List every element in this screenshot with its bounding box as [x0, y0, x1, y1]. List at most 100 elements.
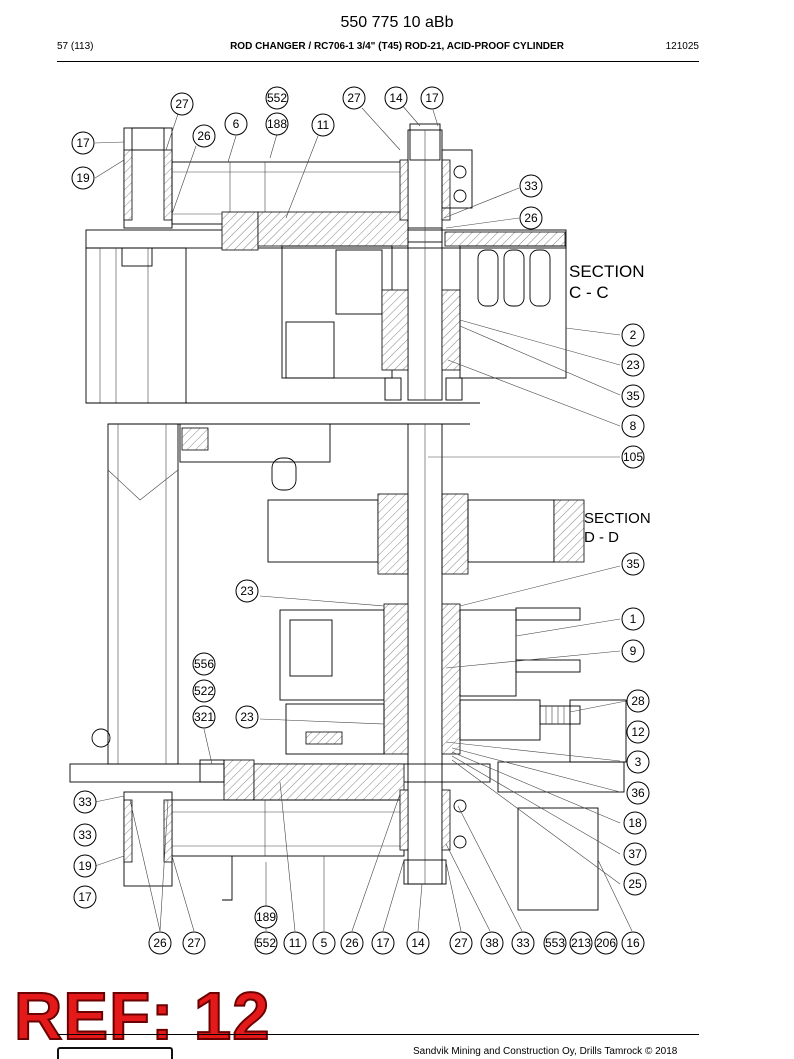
callout-balloon: 26 — [148, 931, 172, 955]
callout-balloon: 2 — [621, 323, 645, 347]
callout-number: 3 — [635, 755, 642, 769]
callout-number: 27 — [454, 936, 468, 950]
callout-balloon: 206 — [594, 931, 618, 955]
callout-number: 14 — [389, 91, 403, 105]
callout-balloon: 17 — [73, 885, 97, 909]
callout-balloon: 19 — [73, 854, 97, 878]
callout-number: 2 — [630, 328, 637, 342]
callout-balloon: 25 — [623, 872, 647, 896]
callout-number: 19 — [78, 859, 92, 873]
callout-balloon: 33 — [73, 823, 97, 847]
callout-balloon: 3 — [626, 750, 650, 774]
callout-balloon: 18 — [623, 811, 647, 835]
lower-assembly — [69, 423, 627, 911]
callout-balloon: 28 — [626, 689, 650, 713]
document-code: 121025 — [665, 41, 699, 52]
callout-balloon: 14 — [384, 86, 408, 110]
callout-number: 522 — [194, 684, 214, 698]
callout-balloon: 26 — [340, 931, 364, 955]
callout-number: 26 — [524, 211, 538, 225]
callout-number: 33 — [78, 795, 92, 809]
callout-number: 27 — [347, 91, 361, 105]
callout-balloon: 17 — [420, 86, 444, 110]
callout-number: 189 — [256, 910, 276, 924]
callout-balloon: 26 — [519, 206, 543, 230]
callout-number: 33 — [78, 828, 92, 842]
leader-lines — [94, 103, 633, 932]
callout-number: 5 — [321, 936, 328, 950]
callout-balloon: 8 — [621, 414, 645, 438]
callout-number: 6 — [233, 117, 240, 131]
callout-balloons: 27 552 188 27 14 17 6 11 26 17 19 33 26 … — [71, 86, 650, 955]
ref-stamp: REF: 12 — [13, 979, 271, 1054]
callout-balloon: 11 — [311, 113, 335, 137]
callout-number: 26 — [345, 936, 359, 950]
callout-number: 8 — [630, 419, 637, 433]
callout-balloon: 189 — [254, 905, 278, 929]
callout-balloon: 105 — [621, 445, 645, 469]
callout-number: 321 — [194, 710, 214, 724]
callout-balloon: 33 — [511, 931, 535, 955]
callout-balloon: 213 — [569, 931, 593, 955]
page-number: 57 (113) — [57, 41, 94, 52]
callout-balloon: 23 — [621, 353, 645, 377]
upper-assembly — [85, 123, 567, 404]
callout-number: 27 — [187, 936, 201, 950]
callout-balloon: 27 — [342, 86, 366, 110]
callout-balloon: 27 — [449, 931, 473, 955]
brand-logo — [57, 1047, 173, 1059]
callout-balloon: 26 — [192, 124, 216, 148]
callout-balloon: 17 — [371, 931, 395, 955]
callout-balloon: 553 — [543, 931, 567, 955]
callout-balloon: 5 — [312, 931, 336, 955]
page-title: ROD CHANGER / RC706-1 3/4" (T45) ROD-21,… — [230, 41, 564, 52]
callout-number: 23 — [626, 358, 640, 372]
callout-balloon: 12 — [626, 720, 650, 744]
footer-copyright: Sandvik Mining and Construction Oy, Dril… — [413, 1046, 678, 1057]
callout-number: 35 — [626, 389, 640, 403]
callout-number: 553 — [545, 936, 565, 950]
callout-number: 1 — [630, 612, 637, 626]
callout-balloon: 33 — [73, 790, 97, 814]
callout-number: 23 — [240, 584, 254, 598]
callout-balloon: 36 — [626, 781, 650, 805]
callout-balloon: 33 — [519, 174, 543, 198]
section-label-cc: SECTION C - C — [569, 262, 645, 303]
callout-number: 17 — [76, 136, 90, 150]
callout-number: 12 — [631, 725, 645, 739]
callout-balloon: 27 — [170, 92, 194, 116]
callout-balloon: 17 — [71, 131, 95, 155]
callout-number: 556 — [194, 657, 214, 671]
callout-number: 9 — [630, 644, 637, 658]
callout-number: 206 — [596, 936, 616, 950]
callout-number: 213 — [571, 936, 591, 950]
callout-number: 27 — [175, 97, 189, 111]
callout-balloon: 23 — [235, 579, 259, 603]
callout-balloon: 556 — [192, 652, 216, 676]
callout-balloon: 35 — [621, 384, 645, 408]
callout-number: 17 — [78, 890, 92, 904]
callout-balloon: 37 — [623, 842, 647, 866]
callout-number: 11 — [289, 936, 302, 950]
callout-balloon: 35 — [621, 552, 645, 576]
callout-number: 35 — [626, 557, 640, 571]
callout-number: 28 — [631, 694, 645, 708]
callout-number: 11 — [317, 118, 330, 132]
callout-number: 552 — [256, 936, 276, 950]
callout-balloon: 321 — [192, 705, 216, 729]
callout-balloon: 23 — [235, 705, 259, 729]
callout-number: 33 — [516, 936, 530, 950]
callout-number: 16 — [626, 936, 640, 950]
callout-number: 552 — [267, 91, 287, 105]
section-label-dd: SECTION D - D — [584, 510, 651, 546]
callout-balloon: 19 — [71, 166, 95, 190]
callout-number: 26 — [197, 129, 211, 143]
callout-balloon: 522 — [192, 679, 216, 703]
callout-number: 33 — [524, 179, 538, 193]
footer-rule — [57, 1034, 699, 1035]
document-number: 550 775 10 aBb — [340, 14, 454, 31]
callout-balloon: 16 — [621, 931, 645, 955]
callout-number: 37 — [628, 847, 642, 861]
callout-balloon: 6 — [224, 112, 248, 136]
callout-number: 188 — [267, 117, 287, 131]
